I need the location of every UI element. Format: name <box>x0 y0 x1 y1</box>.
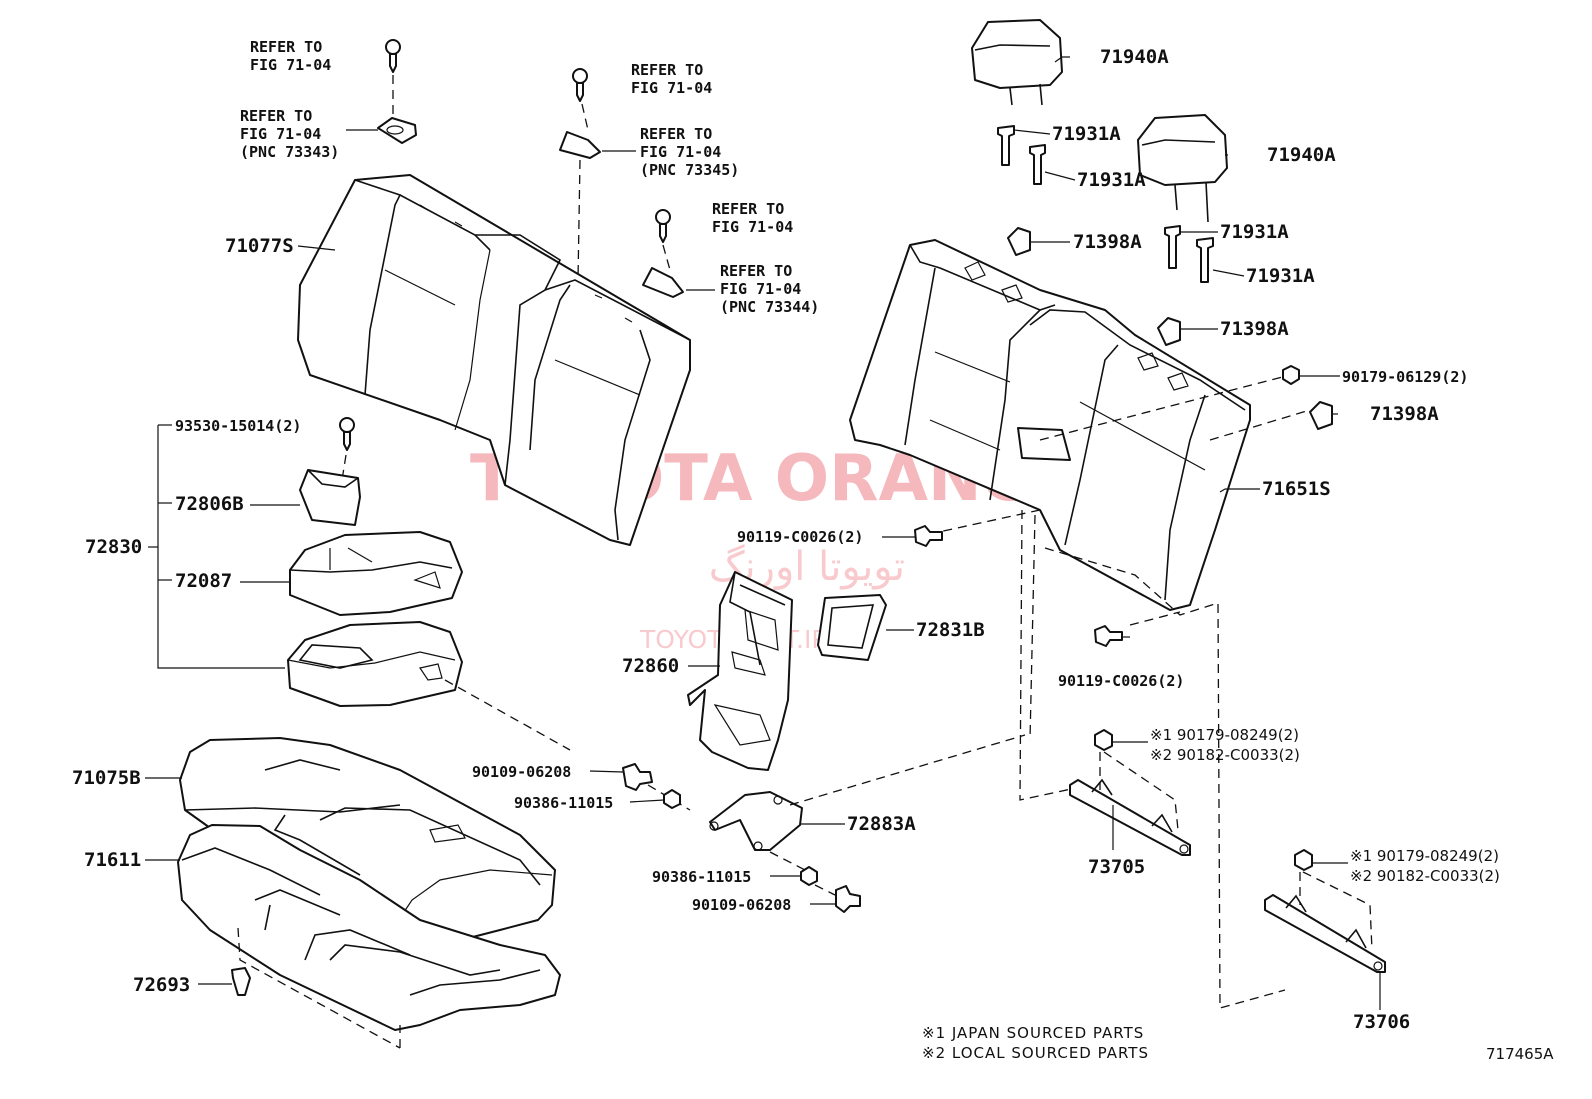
part-label-93530-15014[interactable]: 93530-15014(2) <box>175 417 301 435</box>
refer-label-5: REFER TO FIG 71-04 <box>712 200 793 236</box>
refer-label-6: REFER TO FIG 71-04 (PNC 73344) <box>720 262 819 316</box>
hinge-73706-illustration <box>1264 894 1386 973</box>
seatback-71077s-illustration <box>297 174 691 546</box>
part-label-90386-11015-1[interactable]: 90386-11015 <box>514 794 613 812</box>
part-label-71398a-2[interactable]: 71398A <box>1220 318 1289 340</box>
part-label-72831b[interactable]: 72831B <box>916 619 985 641</box>
nut-90386-1-illustration <box>663 789 681 809</box>
bolt-90109-1-illustration <box>622 763 691 811</box>
part-label-71931a-3[interactable]: 71931A <box>1220 221 1289 243</box>
nut-90386-2-illustration <box>769 851 818 886</box>
part-label-72830[interactable]: 72830 <box>85 536 142 558</box>
part-label-90179-06129[interactable]: 90179-06129(2) <box>1342 368 1468 386</box>
part-label-73706[interactable]: 73706 <box>1353 1011 1410 1033</box>
part-label-72693[interactable]: 72693 <box>133 974 190 996</box>
part-label-90386-11015-2[interactable]: 90386-11015 <box>652 868 751 886</box>
part-label-90119-c0026-2[interactable]: 90119-C0026(2) <box>1058 672 1184 690</box>
guide-71931a-illustrations <box>997 125 1214 283</box>
bezel-72831b-illustration <box>817 594 887 661</box>
part-label-90109-06208-2[interactable]: 90109-06208 <box>692 896 791 914</box>
part-label-72806b[interactable]: 72806B <box>175 493 244 515</box>
refer-clip-2-illustration <box>559 68 601 281</box>
bracket-72860-illustration <box>687 571 793 771</box>
support-71398a-illustrations <box>1007 227 1333 430</box>
seat-pad-illustration <box>177 824 561 1049</box>
bolt-90109-2-illustration <box>814 884 861 913</box>
figure-code: 717465A <box>1486 1045 1554 1063</box>
refer-clip-1-illustration <box>377 39 417 144</box>
armrest-group-illustration <box>148 417 571 751</box>
part-label-73705[interactable]: 73705 <box>1088 856 1145 878</box>
footnote-local-sourced: ※2 LOCAL SOURCED PARTS <box>922 1044 1149 1062</box>
bracket-72883a-illustration <box>709 734 1026 851</box>
part-label-71611[interactable]: 71611 <box>84 849 141 871</box>
leader-lines <box>145 56 1381 1010</box>
part-label-90182-c0033-a[interactable]: ※2 90182-C0033(2) <box>1150 746 1300 764</box>
refer-label-3: REFER TO FIG 71-04 <box>631 61 712 97</box>
nut-90179-a-illustration <box>1094 729 1179 831</box>
part-label-90109-06208-1[interactable]: 90109-06208 <box>472 763 571 781</box>
seatback-71651s-illustration <box>849 239 1311 1009</box>
headrest-71940a-1-illustration <box>971 19 1063 106</box>
part-label-90182-c0033-b[interactable]: ※2 90182-C0033(2) <box>1350 867 1500 885</box>
refer-label-2: REFER TO FIG 71-04 (PNC 73343) <box>240 107 339 161</box>
hinge-73705-illustration <box>1069 778 1191 856</box>
part-label-71077s[interactable]: 71077S <box>225 235 294 257</box>
part-label-72860[interactable]: 72860 <box>622 655 679 677</box>
part-label-71651s[interactable]: 71651S <box>1262 478 1331 500</box>
bolt-90119-1-illustration <box>914 525 943 547</box>
part-label-90179-08249-a[interactable]: ※1 90179-08249(2) <box>1150 726 1299 744</box>
bolt-90119-2-illustration <box>1094 625 1123 647</box>
refer-label-1: REFER TO FIG 71-04 <box>250 38 331 74</box>
nut-90179-b-illustration <box>1294 849 1373 951</box>
seat-cushion-illustration <box>179 737 556 949</box>
part-label-71940a-1[interactable]: 71940A <box>1100 46 1169 68</box>
footnote-japan-sourced: ※1 JAPAN SOURCED PARTS <box>922 1024 1144 1042</box>
part-label-71931a-1[interactable]: 71931A <box>1052 123 1121 145</box>
headrest-71940a-2-illustration <box>1137 114 1228 223</box>
part-label-71398a-1[interactable]: 71398A <box>1073 231 1142 253</box>
part-label-90119-c0026-1[interactable]: 90119-C0026(2) <box>737 528 863 546</box>
part-label-71940a-2[interactable]: 71940A <box>1267 144 1336 166</box>
refer-label-4: REFER TO FIG 71-04 (PNC 73345) <box>640 125 739 179</box>
part-label-71075b[interactable]: 71075B <box>72 767 141 789</box>
part-label-72883a[interactable]: 72883A <box>847 813 916 835</box>
part-label-90179-08249-b[interactable]: ※1 90179-08249(2) <box>1350 847 1499 865</box>
part-label-71931a-2[interactable]: 71931A <box>1077 169 1146 191</box>
part-label-71398a-3[interactable]: 71398A <box>1370 403 1439 425</box>
part-label-71931a-4[interactable]: 71931A <box>1246 265 1315 287</box>
part-label-72087[interactable]: 72087 <box>175 570 232 592</box>
clip-72693-illustration <box>231 967 251 996</box>
refer-clip-3-illustration <box>642 209 684 298</box>
